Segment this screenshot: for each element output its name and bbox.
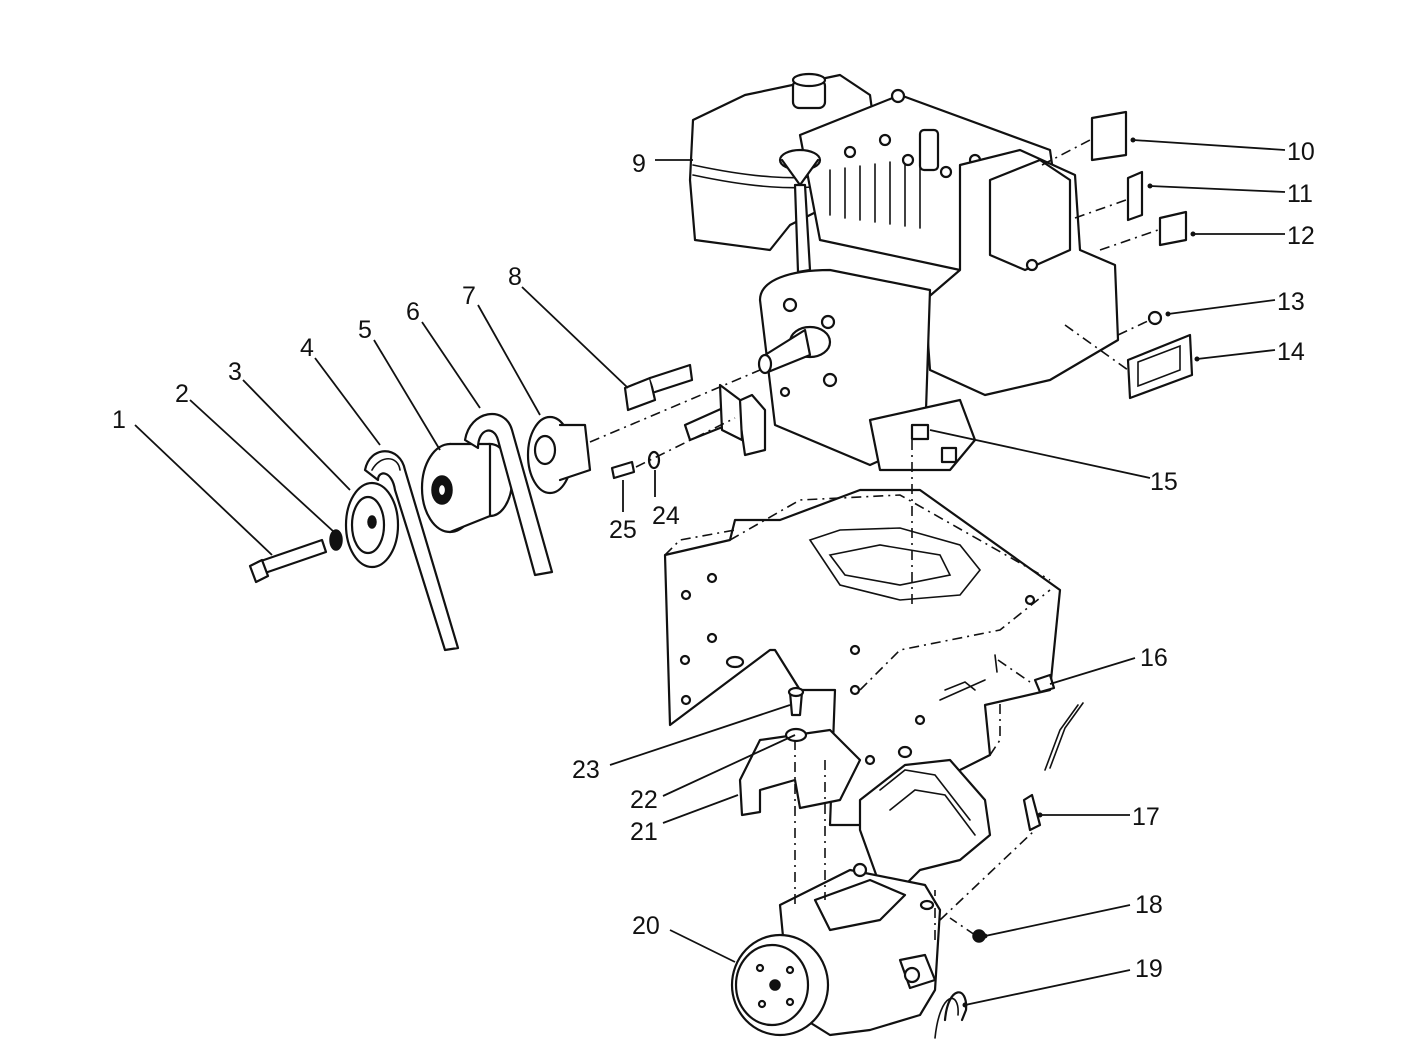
callout-6: 6: [406, 298, 420, 326]
part-17: [1022, 793, 1042, 832]
belt-shield: [858, 758, 992, 892]
decals: [1041, 110, 1194, 400]
belt-6: [463, 412, 554, 577]
callout-11: 11: [1287, 180, 1313, 208]
small-parts: [934, 659, 1084, 1039]
frame-assembly: [663, 488, 1062, 827]
callout-15: 15: [1150, 468, 1178, 496]
bolt-16: [1033, 673, 1056, 694]
callout-10: 10: [1287, 138, 1315, 166]
callout-7: 7: [462, 282, 476, 310]
callout-21: 21: [630, 818, 658, 846]
callout-4: 4: [300, 334, 314, 362]
engine-assembly: [688, 72, 1163, 472]
decal-14: [1126, 333, 1194, 400]
bolt-25: [610, 460, 636, 480]
decal-12: [1158, 210, 1188, 247]
callout-20: 20: [632, 912, 660, 940]
callout-17: 17: [1132, 803, 1160, 831]
callout-19: 19: [1135, 955, 1163, 983]
callout-2: 2: [175, 380, 189, 408]
callout-12: 12: [1287, 222, 1315, 250]
decal-11: [1126, 170, 1144, 222]
callout-labels: 1 2 3 4 5 6 7 8 9 10 11 12 13 14 15 16 1…: [112, 138, 1315, 983]
bolt-1: [256, 538, 328, 576]
callout-25: 25: [609, 516, 637, 544]
belt-4: [363, 450, 460, 652]
decal-10: [1090, 110, 1128, 162]
gearbox-assembly: [730, 862, 942, 1037]
callout-24: 24: [652, 502, 680, 530]
callout-13: 13: [1277, 288, 1305, 316]
callout-5: 5: [358, 316, 372, 344]
callout-14: 14: [1277, 338, 1305, 366]
pulley-assembly: [248, 363, 767, 652]
part-8: [623, 376, 657, 412]
callout-23: 23: [572, 756, 600, 784]
belt-19: [943, 991, 968, 1022]
callout-18: 18: [1135, 891, 1163, 919]
callout-9: 9: [632, 150, 646, 178]
callout-3: 3: [228, 358, 242, 386]
callout-8: 8: [508, 263, 522, 291]
callout-1: 1: [112, 406, 126, 434]
washer-22: [784, 727, 808, 743]
lower-bracket: [738, 686, 862, 817]
washer-2: [329, 529, 343, 551]
leader-lines: [134, 137, 1286, 1008]
callout-22: 22: [630, 786, 658, 814]
callout-16: 16: [1140, 644, 1168, 672]
